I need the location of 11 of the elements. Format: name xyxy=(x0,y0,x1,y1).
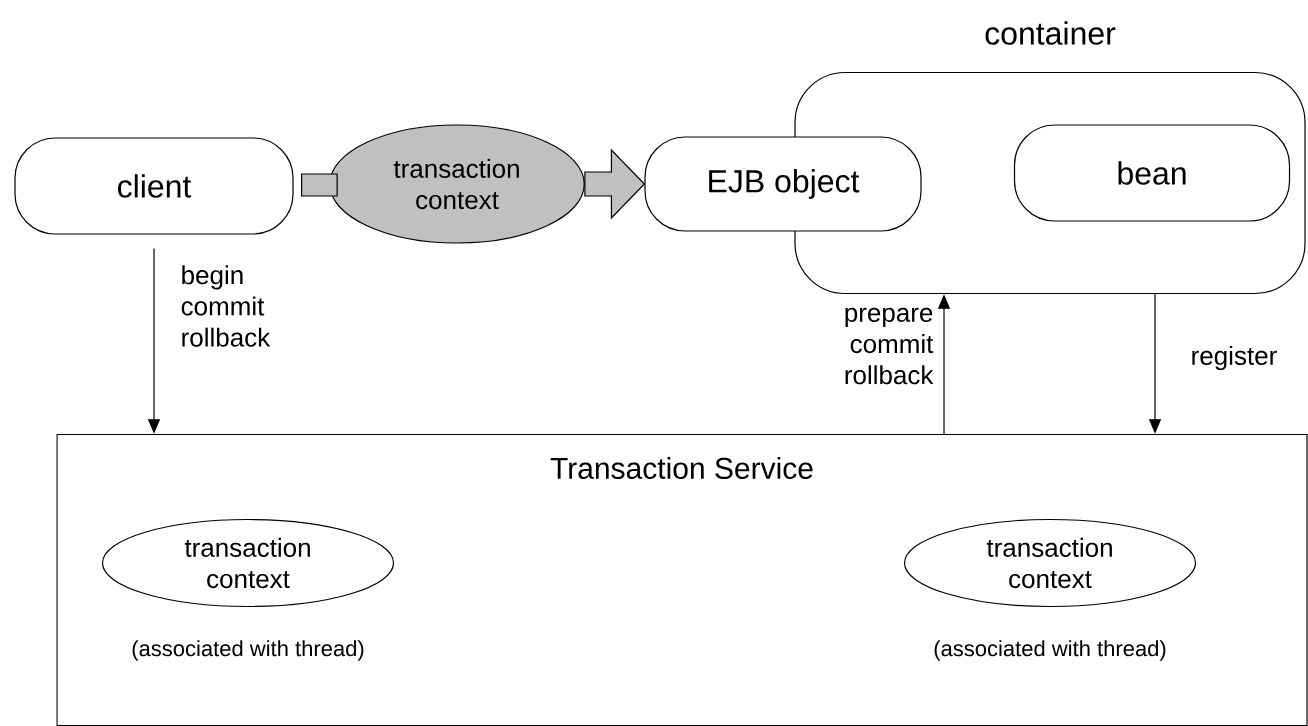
edge-label: prepare commit rollback xyxy=(845,307,934,385)
caption-text: (associated with thread) xyxy=(934,640,1166,661)
object-box: EJB object xyxy=(644,136,922,232)
client-box: client xyxy=(14,137,294,235)
node-label: container xyxy=(985,21,1116,45)
edge-label: begin commit rollback xyxy=(181,265,271,347)
bean-box: bean xyxy=(1013,124,1291,222)
edge-label: register xyxy=(1192,345,1277,371)
block-arrow xyxy=(584,148,646,220)
block-arrow xyxy=(301,173,338,197)
caption-text: (associated with thread) xyxy=(132,640,364,661)
